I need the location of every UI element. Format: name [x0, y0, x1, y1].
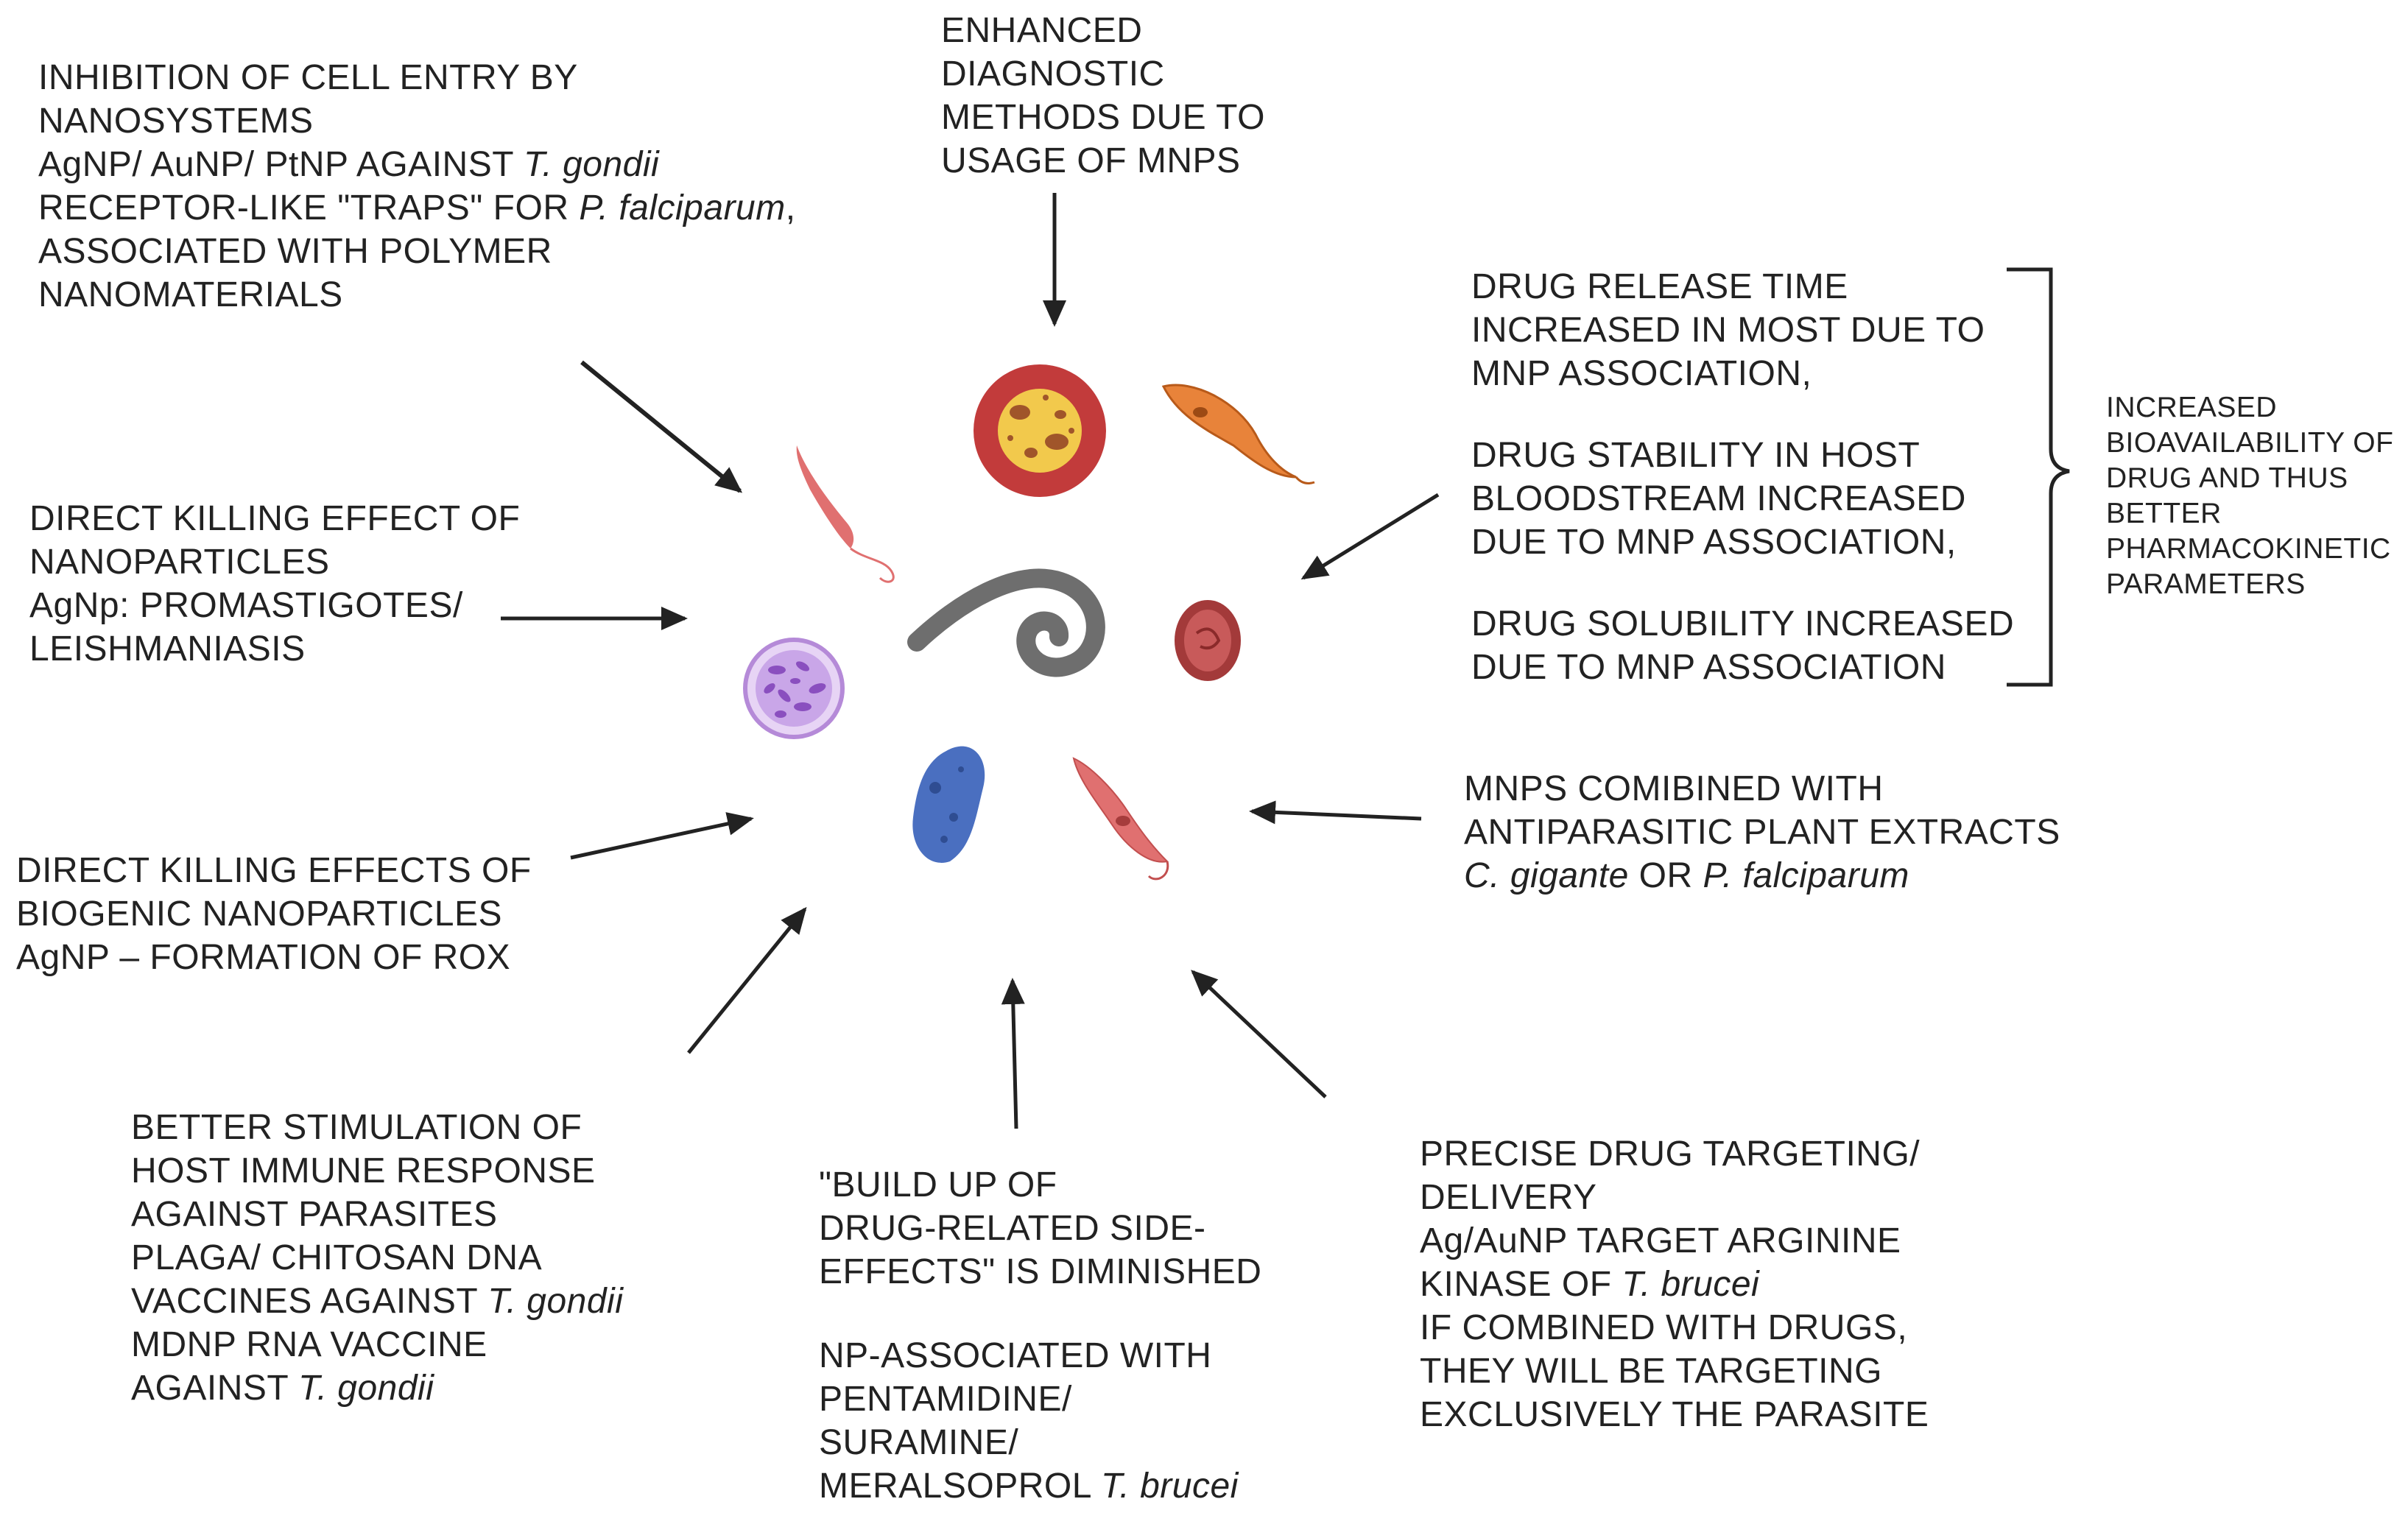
immune-text: BETTER STIMULATION OF HOST IMMUNE RESPON… — [131, 1106, 623, 1410]
cell-entry-line-5: ASSOCIATED WITH POLYMER — [38, 232, 552, 271]
immune-line-4: PLAGA/ CHITOSAN DNA — [131, 1238, 543, 1277]
trypanosome-pink-icon — [796, 445, 895, 583]
arrow-targeting — [1191, 970, 1327, 1098]
immune-line-1: BETTER STIMULATION OF — [131, 1108, 582, 1147]
direct-killing-line-3: AgNp: PROMASTIGOTES/ — [29, 586, 463, 625]
drug-release-line-4: DRUG STABILITY IN HOST — [1471, 436, 1921, 475]
diagnostic-line-4: USAGE OF MNPS — [941, 141, 1241, 180]
side-effects-text: "BUILD UP OF DRUG-RELATED SIDE- EFFECTS"… — [819, 1163, 1261, 1508]
diagnostic-line-2: DIAGNOSTIC — [941, 54, 1165, 94]
immune-line-5: VACCINES AGAINST T. gondii — [131, 1282, 624, 1321]
bioavailability-line-3: DRUG AND THUS — [2106, 462, 2348, 494]
biogenic-line-3: AgNP – FORMATION OF ROX — [16, 938, 511, 977]
arrow-drug-release — [1300, 493, 1440, 580]
targeting-line-2: DELIVERY — [1420, 1178, 1597, 1217]
side-effects-line-5: PENTAMIDINE/ — [819, 1380, 1072, 1419]
arrow-immune — [687, 906, 807, 1054]
drug-release-line-8: DUE TO MNP ASSOCIATION — [1471, 648, 1946, 687]
plant-extracts-text: MNPS COMIBINED WITH ANTIPARASITIC PLANT … — [1464, 767, 2060, 897]
biogenic-line-2: BIOGENIC NANOPARTICLES — [16, 895, 503, 934]
bioavailability-line-1: INCREASED — [2106, 392, 2278, 423]
arrow-cell-entry — [580, 360, 743, 493]
drug-release-line-5: BLOODSTREAM INCREASED — [1471, 479, 1966, 518]
arrow-side-effects — [1001, 978, 1025, 1129]
bioavailability-line-5: PHARMACOKINETIC — [2106, 533, 2391, 565]
targeting-line-3: Ag/AuNP TARGET ARGININE — [1420, 1221, 1901, 1260]
plant-extracts-line-3: C. gigante OR P. falciparum — [1464, 856, 1909, 895]
cell-entry-text: INHIBITION OF CELL ENTRY BY NANOSYSTEMS … — [38, 56, 796, 317]
immune-line-3: AGAINST PARASITES — [131, 1195, 498, 1234]
curly-bracket — [2007, 267, 2070, 687]
direct-killing-text: DIRECT KILLING EFFECT OF NANOPARTICLES A… — [29, 497, 520, 671]
diagnostic-line-3: METHODS DUE TO — [941, 98, 1265, 137]
plant-extracts-line-2: ANTIPARASITIC PLANT EXTRACTS — [1464, 813, 2060, 852]
bioavailability-line-6: PARAMETERS — [2106, 568, 2306, 600]
diagnostic-text: ENHANCED DIAGNOSTIC METHODS DUE TO USAGE… — [941, 9, 1265, 183]
direct-killing-line-4: LEISHMANIASIS — [29, 629, 306, 668]
cell-entry-line-2: NANOSYSTEMS — [38, 102, 314, 141]
cell-entry-line-3: AgNP/ AuNP/ PtNP AGAINST T. gondii — [38, 145, 660, 184]
trypanosome-orange-icon — [1161, 384, 1315, 484]
drug-release-line-6: DUE TO MNP ASSOCIATION, — [1471, 523, 1957, 562]
immune-line-7: AGAINST T. gondii — [131, 1369, 434, 1408]
targeting-line-6: THEY WILL BE TARGETING — [1420, 1352, 1883, 1391]
side-effects-line-4: NP-ASSOCIATED WITH — [819, 1336, 1212, 1375]
arrows — [501, 193, 1440, 1129]
cell-entry-line-6: NANOMATERIALS — [38, 275, 343, 314]
arrow-biogenic — [570, 812, 754, 860]
side-effects-line-3: EFFECTS" IS DIMINISHED — [819, 1252, 1262, 1291]
targeting-line-7: EXCLUSIVELY THE PARASITE — [1420, 1395, 1929, 1434]
side-effects-line-7: MERALSOPROL T. brucei — [819, 1467, 1239, 1506]
drug-release-text: DRUG RELEASE TIME INCREASED IN MOST DUE … — [1471, 265, 2014, 689]
immune-line-2: HOST IMMUNE RESPONSE — [131, 1151, 596, 1190]
trypanosome-red-icon — [1072, 757, 1169, 881]
targeting-line-1: PRECISE DRUG TARGETING/ — [1420, 1135, 1921, 1174]
infected-rbc-icon — [1175, 600, 1241, 681]
plant-extracts-line-1: MNPS COMIBINED WITH — [1464, 769, 1884, 808]
biogenic-text: DIRECT KILLING EFFECTS OF BIOGENIC NANOP… — [16, 849, 532, 979]
targeting-line-5: IF COMBINED WITH DRUGS, — [1420, 1308, 1908, 1347]
bioavailability-text: INCREASED BIOAVAILABILITY OF DRUG AND TH… — [2106, 390, 2393, 602]
side-effects-line-6: SURAMINE/ — [819, 1423, 1019, 1462]
direct-killing-line-1: DIRECT KILLING EFFECT OF — [29, 499, 521, 538]
diagnostic-line-1: ENHANCED — [941, 11, 1143, 50]
immune-line-6: MDNP RNA VACCINE — [131, 1325, 487, 1364]
purple-cell-icon — [743, 638, 845, 739]
arrow-plant-extracts — [1249, 800, 1422, 825]
drug-release-line-7: DRUG SOLUBILITY INCREASED — [1471, 604, 2015, 643]
drug-release-line-1: DRUG RELEASE TIME — [1471, 267, 1848, 306]
targeting-line-4: KINASE OF T. brucei — [1420, 1265, 1760, 1304]
targeting-text: PRECISE DRUG TARGETING/ DELIVERY Ag/AuNP… — [1420, 1132, 1929, 1436]
bioavailability-line-2: BIOAVAILABILITY OF — [2106, 427, 2394, 459]
cell-entry-line-4: RECEPTOR-LIKE "TRAPS" FOR P. falciparum, — [38, 188, 796, 227]
red-blood-cell-icon — [974, 364, 1106, 497]
direct-killing-line-2: NANOPARTICLES — [29, 543, 330, 582]
nematode-worm-icon — [907, 568, 1105, 677]
giardia-blue-icon — [912, 746, 985, 863]
drug-release-line-2: INCREASED IN MOST DUE TO — [1471, 311, 1985, 350]
cell-entry-line-1: INHIBITION OF CELL ENTRY BY — [38, 58, 578, 97]
biogenic-line-1: DIRECT KILLING EFFECTS OF — [16, 851, 532, 890]
bioavailability-line-4: BETTER — [2106, 498, 2222, 529]
side-effects-line-2: DRUG-RELATED SIDE- — [819, 1209, 1206, 1248]
drug-release-line-3: MNP ASSOCIATION, — [1471, 354, 1812, 393]
side-effects-line-1: "BUILD UP OF — [819, 1165, 1057, 1204]
